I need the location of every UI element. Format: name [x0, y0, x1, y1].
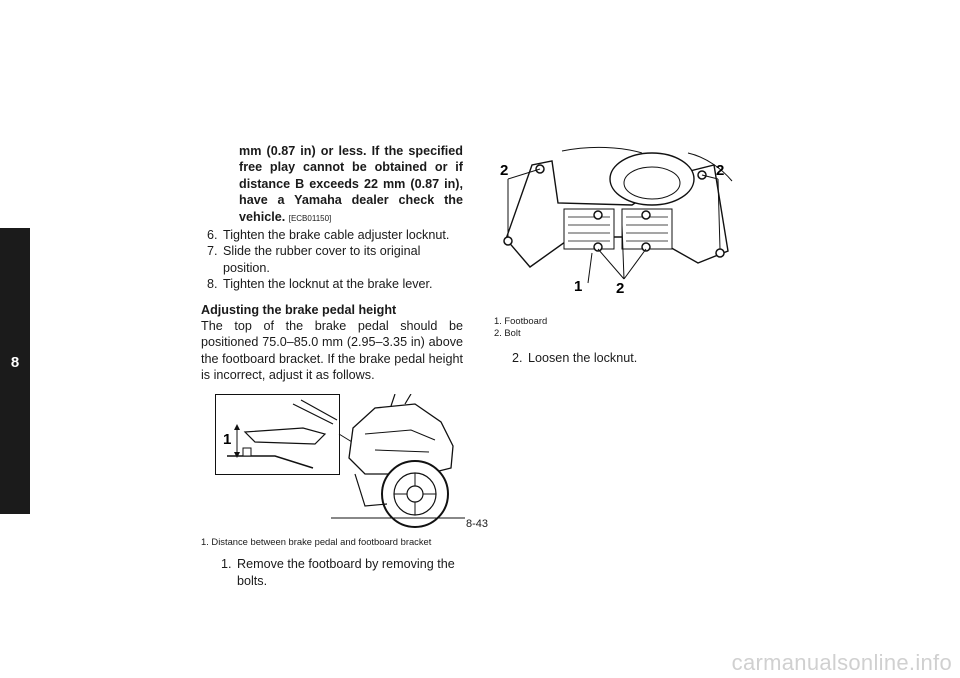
brake-pedal-illustration: 1	[215, 393, 465, 528]
right-column: 2 2 1 2 1. Footboard 2. Bolt 2. Loosen t…	[492, 143, 734, 366]
step-text: Tighten the brake cable adjuster locknut…	[223, 228, 450, 243]
section-paragraph: The top of the brake pedal should be pos…	[201, 319, 463, 383]
step-number: 6.	[207, 228, 218, 243]
section-heading: Adjusting the brake pedal height	[201, 302, 397, 317]
left-column: mm (0.87 in) or less. If the specified f…	[201, 143, 465, 589]
step-text: Tighten the locknut at the brake lever.	[223, 277, 433, 292]
figure-callout-2-right: 2	[716, 162, 724, 179]
figure-captions: 1. Footboard 2. Bolt	[494, 315, 734, 340]
chapter-number: 8	[10, 354, 20, 371]
step-number: 7.	[207, 244, 218, 259]
caption-footboard: 1. Footboard	[494, 315, 548, 326]
step-number: 1.	[221, 557, 232, 572]
warning-body: mm (0.87 in) or less. If the specified f…	[239, 144, 463, 224]
step-8: 8. Tighten the locknut at the brake leve…	[201, 276, 463, 292]
warning-code: [ECB01150]	[288, 213, 332, 223]
step-6: 6. Tighten the brake cable adjuster lock…	[201, 227, 463, 243]
figure-callout-1: 1	[223, 431, 231, 448]
warning-text: mm (0.87 in) or less. If the specified f…	[239, 143, 463, 227]
step-text: Slide the rubber cover to its original p…	[223, 244, 421, 275]
page-number: 8-43	[466, 518, 489, 530]
step-number: 8.	[207, 277, 218, 292]
step-1: 1. Remove the footboard by removing the …	[215, 556, 463, 589]
step-number: 2.	[512, 350, 523, 365]
footboard-illustration: 2 2 1 2	[500, 146, 733, 297]
watermark: carmanualsonline.info	[731, 650, 952, 675]
brake-pedal-figure: 1	[215, 393, 465, 532]
step-text: Remove the footboard by removing the bol…	[237, 557, 455, 588]
caption-bolt: 2. Bolt	[494, 327, 521, 339]
footboard-figure: 2 2 1 2	[492, 143, 734, 311]
figure-callout-1: 1	[574, 278, 582, 295]
figure-callout-2-left: 2	[500, 162, 508, 179]
chapter-tab: 8	[0, 228, 30, 514]
step-2: 2. Loosen the locknut.	[506, 350, 734, 366]
figure-caption: 1. Distance between brake pedal and foot…	[201, 535, 432, 547]
figure-callout-2-bottom: 2	[616, 280, 624, 297]
step-text: Loosen the locknut.	[528, 350, 638, 365]
step-7: 7. Slide the rubber cover to its origina…	[201, 243, 463, 276]
